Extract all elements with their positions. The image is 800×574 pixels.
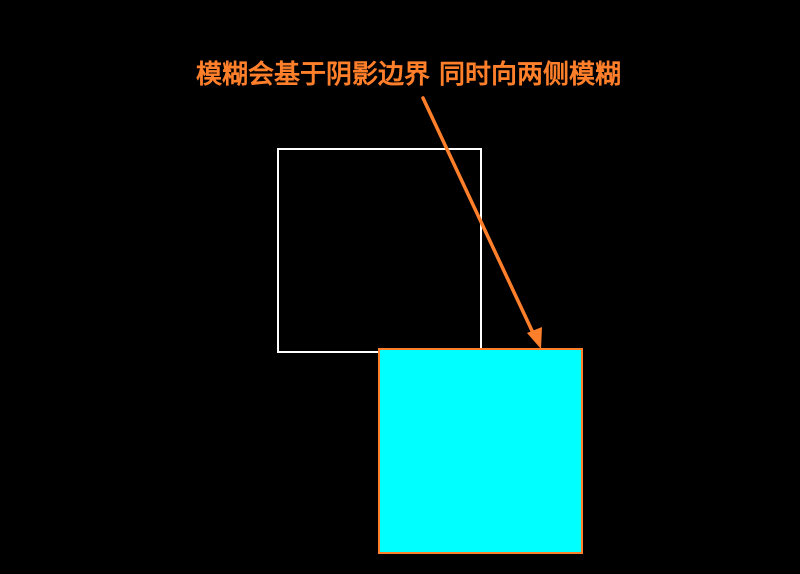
box-shadow-square [378,348,583,554]
element-outline-box [277,148,482,353]
arrow-head-icon [527,327,542,349]
annotation-label: 模糊会基于阴影边界 同时向两侧模糊 [196,60,622,90]
